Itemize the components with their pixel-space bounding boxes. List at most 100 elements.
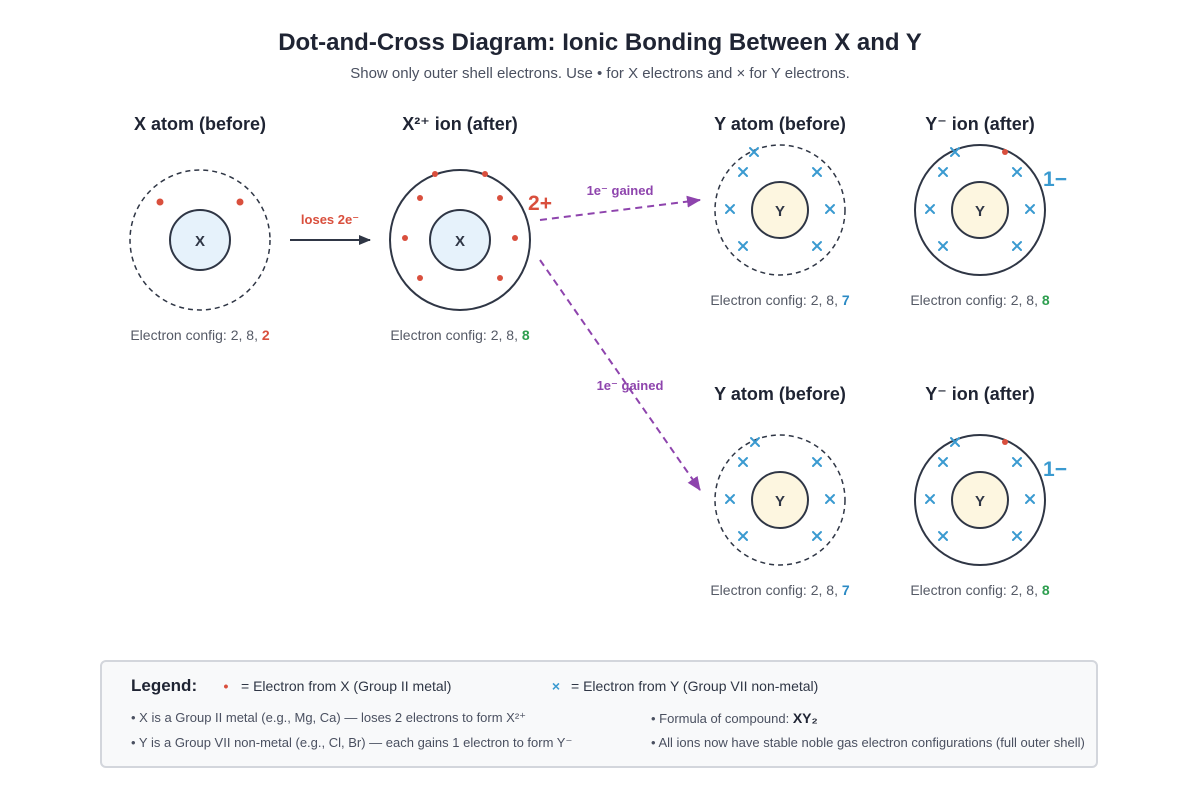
y-electron-cross	[812, 531, 822, 541]
x-electron-dot	[1002, 439, 1008, 445]
y-electron-cross	[925, 494, 935, 504]
x-electron-dot-icon: •	[223, 678, 229, 694]
note-formula: • Formula of compound: XY₂	[651, 710, 818, 726]
y-atom-1-nucleus-label: Y	[775, 203, 785, 220]
y-atom-2-nucleus	[751, 471, 809, 529]
y-atom-1-label: Y atom (before)	[714, 114, 846, 134]
y-electron-cross	[938, 531, 948, 541]
x-electron-dot	[512, 235, 518, 241]
x-electron-dot	[402, 235, 408, 241]
legend-x-text: = Electron from X (Group II metal)	[241, 678, 452, 694]
y-electron-cross	[812, 457, 822, 467]
y-ion-2-charge: 1−	[1043, 458, 1067, 481]
x-ion-charge: 2+	[528, 192, 552, 215]
y-ion-1-label: Y⁻ ion (after)	[925, 114, 1035, 134]
y-electron-cross	[738, 457, 748, 467]
y-electron-crosses	[925, 437, 1035, 541]
x-electron-dot	[156, 198, 164, 206]
y-electron-cross	[825, 494, 835, 504]
x-atom-nucleus	[169, 209, 231, 271]
x-ion-nucleus-label: X	[455, 233, 465, 250]
x-electron-dot	[482, 171, 488, 177]
y-electron-cross	[950, 437, 960, 447]
y-ion-2-config: Electron config: 2, 8, 8	[910, 582, 1050, 598]
y-ion-1-config: Electron config: 2, 8, 8	[910, 292, 1050, 308]
y-electron-cross	[938, 457, 948, 467]
y-electron-crosses	[925, 147, 1035, 251]
legend-title: Legend:	[131, 676, 198, 695]
x-ion-nucleus	[429, 209, 491, 271]
electron-transfer-arrow-2	[539, 259, 701, 491]
x-atom-outer-shell	[129, 169, 271, 311]
y-ion-2-outer-shell	[914, 434, 1046, 566]
y-electron-crosses	[725, 437, 835, 541]
y-electron-cross	[1025, 494, 1035, 504]
y-electron-cross	[1012, 241, 1022, 251]
note-formula-label: • Formula of compound:	[651, 711, 793, 726]
x-electron-dot	[417, 275, 423, 281]
y-electron-cross	[812, 167, 822, 177]
y-electron-cross	[750, 437, 760, 447]
gained-label-2: 1e⁻ gained	[597, 378, 664, 393]
y-electron-cross	[1012, 167, 1022, 177]
y-ion-1-outer-shell	[914, 144, 1046, 276]
y-electron-cross	[725, 204, 735, 214]
y-electron-cross	[738, 167, 748, 177]
y-atom-1-config: Electron config: 2, 8, 7	[710, 292, 850, 308]
x-atom-label: X atom (before)	[134, 114, 266, 134]
x-electron-dot	[432, 171, 438, 177]
y-atom-2-config: Electron config: 2, 8, 7	[710, 582, 850, 598]
x-electron-dot	[236, 198, 244, 206]
x-atom-group: X atom (before) X Electron config: 2, 8,…	[129, 114, 271, 343]
compound-formula: XY₂	[792, 710, 818, 726]
y-electron-cross	[938, 167, 948, 177]
x-ion-outer-shell	[389, 169, 531, 311]
y-electron-cross-icon: ×	[551, 678, 561, 694]
y-electron-cross	[1025, 204, 1035, 214]
loses-electrons-label: loses 2e⁻	[301, 212, 359, 227]
y-electron-cross	[725, 494, 735, 504]
y-atom-2-group: Y atom (before) Y Electron config: 2, 8,…	[710, 384, 850, 598]
legend-x-electron: • = Electron from X (Group II metal)	[217, 678, 452, 694]
legend-y-electron: ×= Electron from Y (Group VII non-metal)	[547, 678, 818, 694]
note-stable: • All ions now have stable noble gas ele…	[651, 735, 1085, 750]
legend-panel: Legend: • = Electron from X (Group II met…	[100, 660, 1098, 768]
y-atom-2-label: Y atom (before)	[714, 384, 846, 404]
y-electron-cross	[925, 204, 935, 214]
x-ion-config: Electron config: 2, 8, 8	[390, 327, 530, 343]
y-ion-1-charge: 1−	[1043, 168, 1067, 191]
note-x-group: • X is a Group II metal (e.g., Mg, Ca) —…	[131, 710, 527, 725]
x-atom-nucleus-label: X	[195, 233, 205, 250]
y-ion-1-group: Y⁻ ion (after) Y 1− Electron config: 2, …	[910, 114, 1067, 308]
x-ion-label: X²⁺ ion (after)	[402, 114, 518, 134]
y-atom-1-nucleus	[751, 181, 809, 239]
x-electron-dot	[417, 195, 423, 201]
y-electron-cross	[1012, 531, 1022, 541]
y-electron-cross	[812, 241, 822, 251]
y-electron-cross	[749, 147, 759, 157]
y-ion-2-group: Y⁻ ion (after) Y 1− Electron config: 2, …	[910, 384, 1067, 598]
y-electron-cross	[825, 204, 835, 214]
y-electron-cross	[950, 147, 960, 157]
y-electron-cross	[1012, 457, 1022, 467]
y-ion-2-nucleus-label: Y	[975, 493, 985, 510]
y-electron-crosses	[725, 147, 835, 251]
note-y-group: • Y is a Group VII non-metal (e.g., Cl, …	[131, 735, 573, 750]
x-ion-group: X²⁺ ion (after) X 2+ Electron config: 2,…	[389, 114, 552, 343]
diagram-subtitle: Show only outer shell electrons. Use • f…	[350, 65, 850, 82]
x-electron-dot	[497, 275, 503, 281]
y-electron-cross	[738, 531, 748, 541]
y-ion-1-nucleus	[951, 181, 1009, 239]
y-ion-1-nucleus-label: Y	[975, 203, 985, 220]
gained-label-1: 1e⁻ gained	[587, 183, 654, 198]
electron-transfer-arrow-1	[539, 195, 701, 221]
y-atom-1-outer-shell	[714, 144, 846, 276]
y-atom-1-group: Y atom (before) Y Electron config: 2, 8,…	[710, 114, 850, 308]
y-electron-cross	[738, 241, 748, 251]
y-atom-2-outer-shell	[714, 434, 846, 566]
x-atom-config: Electron config: 2, 8, 2	[130, 327, 270, 343]
x-electron-dot	[1002, 149, 1008, 155]
y-ion-2-nucleus	[951, 471, 1009, 529]
x-electron-dot	[497, 195, 503, 201]
y-electron-cross	[938, 241, 948, 251]
